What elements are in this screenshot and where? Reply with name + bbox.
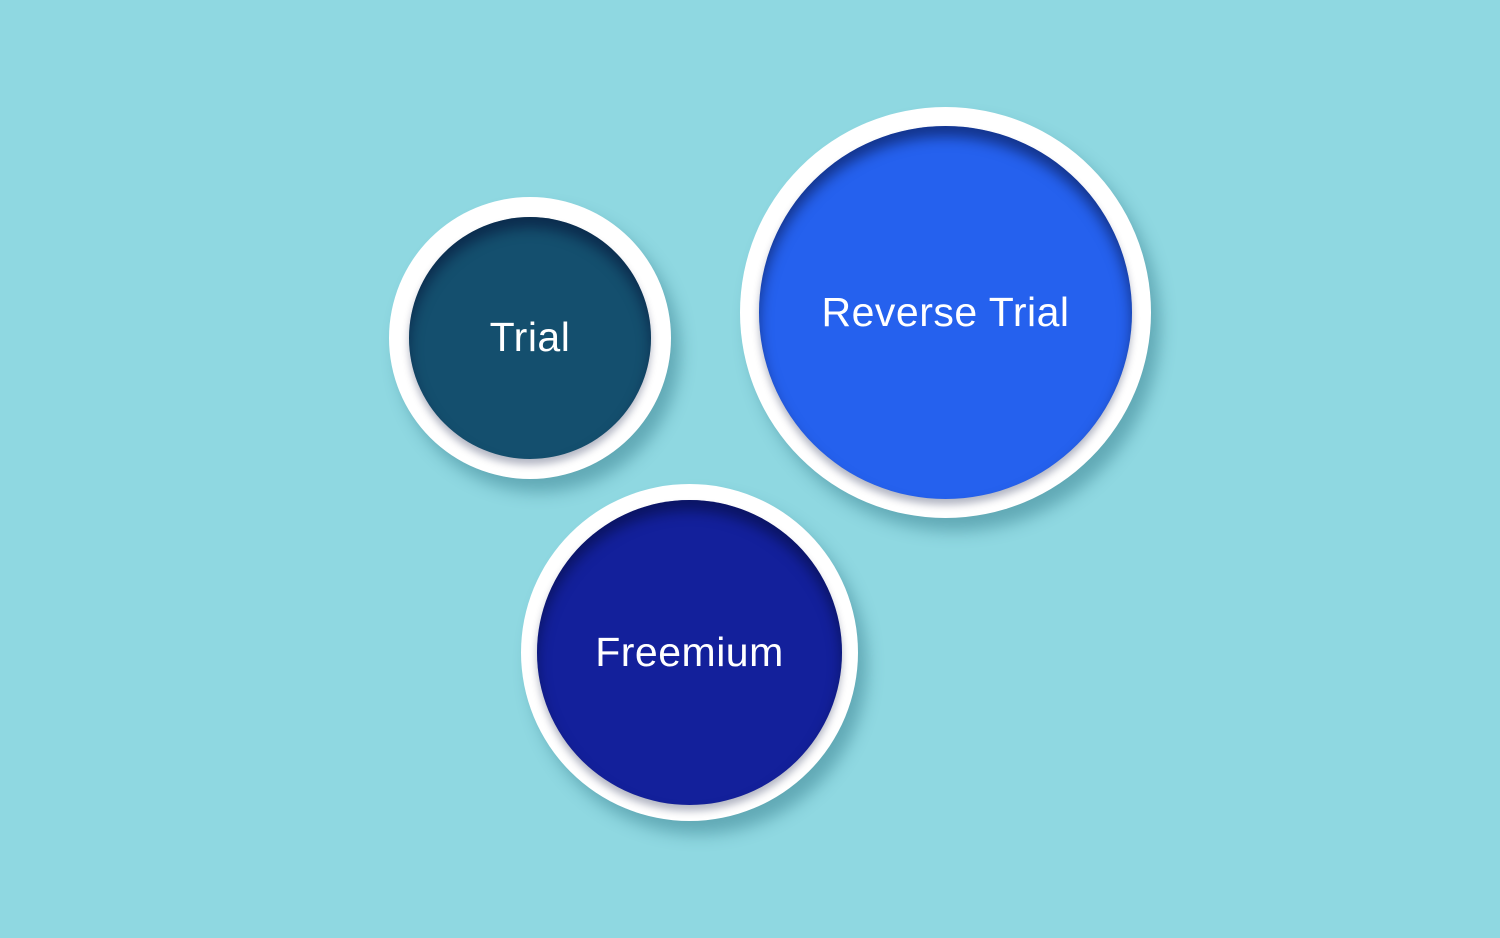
bubble-freemium: Freemium <box>521 484 858 821</box>
bubble-reverse-trial-label: Reverse Trial <box>821 288 1070 335</box>
bubble-trial: Trial <box>389 197 671 479</box>
bubble-freemium-label: Freemium <box>595 628 784 675</box>
bubble-reverse-trial-disc: Reverse Trial <box>759 126 1132 499</box>
bubble-trial-label: Trial <box>489 314 571 361</box>
bubble-freemium-disc: Freemium <box>537 500 842 805</box>
bubble-trial-disc: Trial <box>409 217 651 459</box>
bubble-reverse-trial: Reverse Trial <box>740 107 1151 518</box>
